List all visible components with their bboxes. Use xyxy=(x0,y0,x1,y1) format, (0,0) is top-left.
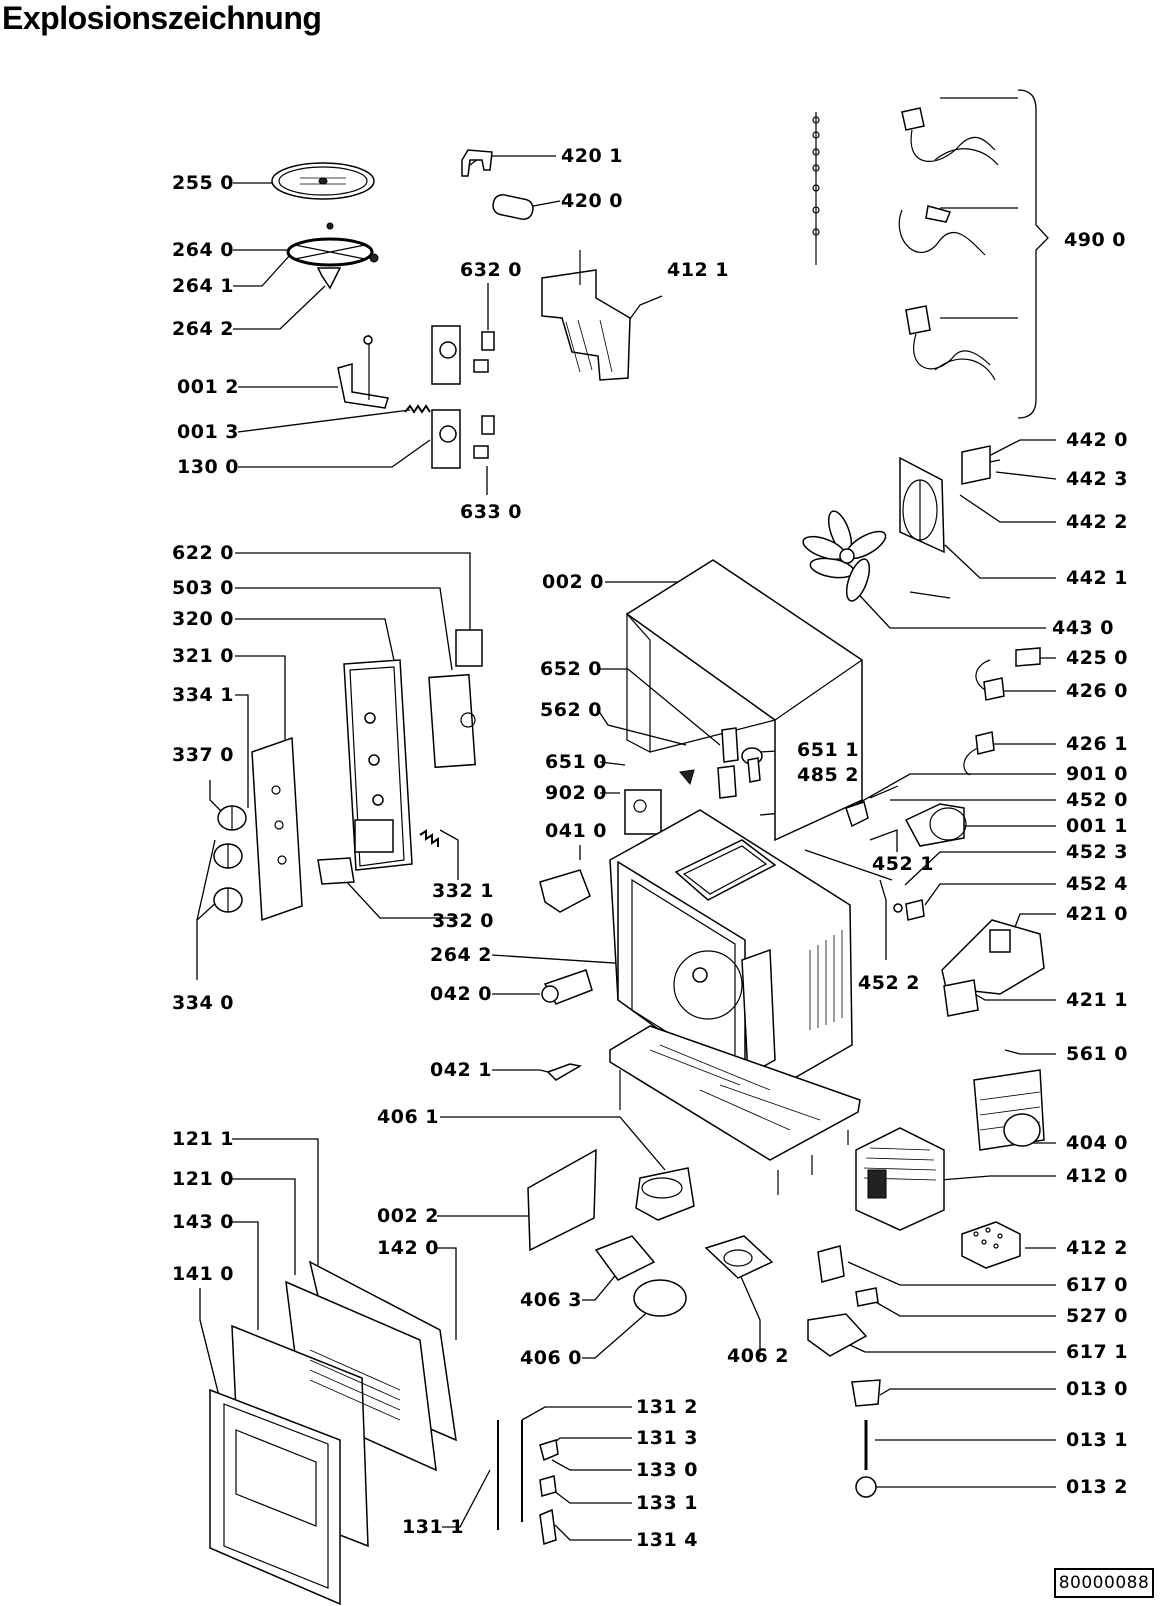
callout-420-1: 420 1 xyxy=(561,145,623,167)
callout-264-2-b: 264 2 xyxy=(430,944,492,966)
callout-001-3: 001 3 xyxy=(177,421,239,443)
callout-426-1: 426 1 xyxy=(1066,733,1128,755)
callout-332-1: 332 1 xyxy=(432,880,494,902)
callout-264-0: 264 0 xyxy=(172,239,234,261)
callout-002-2: 002 2 xyxy=(377,1205,439,1227)
callout-412-0: 412 0 xyxy=(1066,1165,1128,1187)
callout-121-0: 121 0 xyxy=(172,1168,234,1190)
callout-001-2: 001 2 xyxy=(177,376,239,398)
callout-131-3: 131 3 xyxy=(636,1427,698,1449)
callout-141-0: 141 0 xyxy=(172,1263,234,1285)
callout-142-0: 142 0 xyxy=(377,1237,439,1259)
callout-490-0: 490 0 xyxy=(1064,229,1126,251)
callout-143-0: 143 0 xyxy=(172,1211,234,1233)
callout-133-1: 133 1 xyxy=(636,1492,698,1514)
callout-041-0: 041 0 xyxy=(545,820,607,842)
callout-332-0: 332 0 xyxy=(432,910,494,932)
callout-452-0: 452 0 xyxy=(1066,789,1128,811)
callout-503-0: 503 0 xyxy=(172,577,234,599)
callout-442-0: 442 0 xyxy=(1066,429,1128,451)
callout-633-0: 633 0 xyxy=(460,501,522,523)
callout-617-1: 617 1 xyxy=(1066,1341,1128,1363)
callout-412-1: 412 1 xyxy=(667,259,729,281)
callout-452-2: 452 2 xyxy=(858,972,920,994)
callout-406-3: 406 3 xyxy=(520,1289,582,1311)
callout-426-0: 426 0 xyxy=(1066,680,1128,702)
callout-131-1: 131 1 xyxy=(402,1516,464,1538)
callout-013-0: 013 0 xyxy=(1066,1378,1128,1400)
callout-527-0: 527 0 xyxy=(1066,1305,1128,1327)
callout-632-0: 632 0 xyxy=(460,259,522,281)
callout-334-1: 334 1 xyxy=(172,684,234,706)
callout-421-0: 421 0 xyxy=(1066,903,1128,925)
callout-622-0: 622 0 xyxy=(172,542,234,564)
callout-443-0: 443 0 xyxy=(1052,617,1114,639)
callout-001-1: 001 1 xyxy=(1066,815,1128,837)
callout-901-0: 901 0 xyxy=(1066,763,1128,785)
callout-442-3: 442 3 xyxy=(1066,468,1128,490)
callout-042-1: 042 1 xyxy=(430,1059,492,1081)
callout-406-0: 406 0 xyxy=(520,1347,582,1369)
callout-264-1: 264 1 xyxy=(172,275,234,297)
page-title: Explosionszeichnung xyxy=(2,0,322,36)
callout-651-0: 651 0 xyxy=(545,751,607,773)
callout-651-1: 651 1 xyxy=(797,739,859,761)
callout-452-1: 452 1 xyxy=(872,853,934,875)
callout-442-1: 442 1 xyxy=(1066,567,1128,589)
callout-562-0: 562 0 xyxy=(540,699,602,721)
parts xyxy=(209,107,1045,1606)
callout-013-1: 013 1 xyxy=(1066,1429,1128,1451)
callout-406-2: 406 2 xyxy=(727,1345,789,1367)
callout-421-1: 421 1 xyxy=(1066,989,1128,1011)
callout-013-2: 013 2 xyxy=(1066,1476,1128,1498)
callout-652-0: 652 0 xyxy=(540,658,602,680)
callout-131-4: 131 4 xyxy=(636,1529,698,1551)
callout-002-0: 002 0 xyxy=(542,571,604,593)
callout-133-0: 133 0 xyxy=(636,1459,698,1481)
callout-412-2: 412 2 xyxy=(1066,1237,1128,1259)
callout-406-1: 406 1 xyxy=(377,1106,439,1128)
callout-320-0: 320 0 xyxy=(172,608,234,630)
callout-442-2: 442 2 xyxy=(1066,511,1128,533)
callout-255-0: 255 0 xyxy=(172,172,234,194)
callout-334-0: 334 0 xyxy=(172,992,234,1014)
callout-042-0: 042 0 xyxy=(430,983,492,1005)
callout-130-0: 130 0 xyxy=(177,456,239,478)
callout-617-0: 617 0 xyxy=(1066,1274,1128,1296)
callout-561-0: 561 0 xyxy=(1066,1043,1128,1065)
callout-264-2: 264 2 xyxy=(172,318,234,340)
callout-425-0: 425 0 xyxy=(1066,647,1128,669)
callout-404-0: 404 0 xyxy=(1066,1132,1128,1154)
document-number: 80000088 xyxy=(1054,1568,1154,1598)
callout-485-2: 485 2 xyxy=(797,764,859,786)
callout-321-0: 321 0 xyxy=(172,645,234,667)
callout-420-0: 420 0 xyxy=(561,190,623,212)
callout-131-2: 131 2 xyxy=(636,1396,698,1418)
callout-121-1: 121 1 xyxy=(172,1128,234,1150)
callout-452-3: 452 3 xyxy=(1066,841,1128,863)
callout-902-0: 902 0 xyxy=(545,782,607,804)
callout-452-4: 452 4 xyxy=(1066,873,1128,895)
callout-337-0: 337 0 xyxy=(172,744,234,766)
